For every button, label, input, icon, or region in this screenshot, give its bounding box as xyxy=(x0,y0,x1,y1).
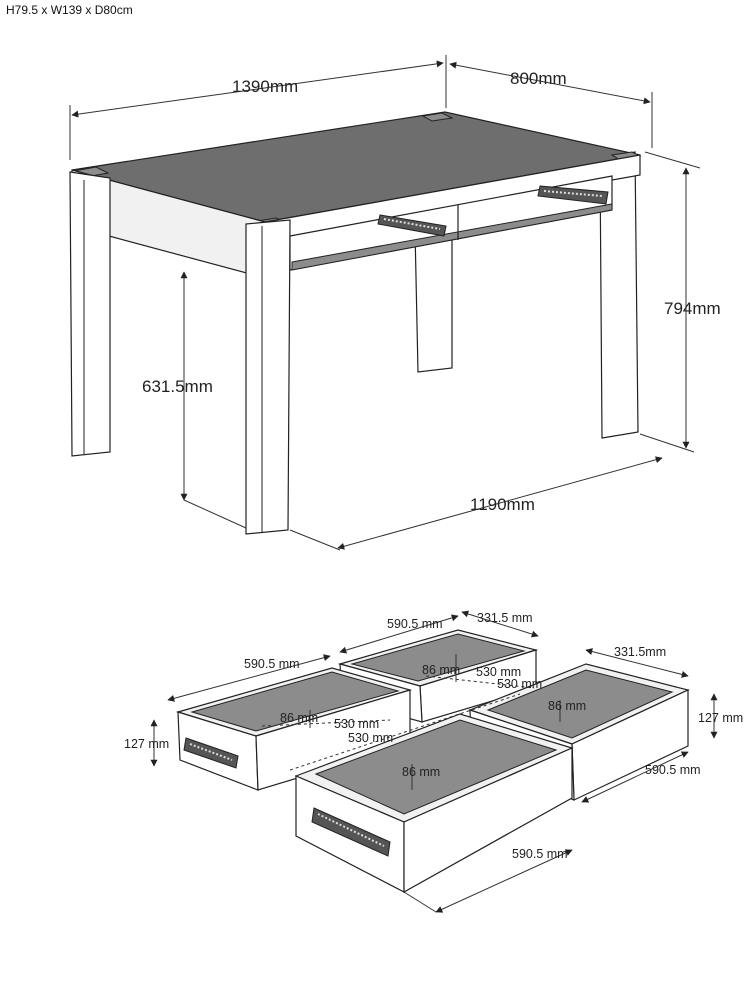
leg-height-label: 631.5mm xyxy=(142,377,213,396)
drawer-width-label: 331.5mm xyxy=(614,645,666,659)
drawer-dimensions xyxy=(150,610,718,913)
drawer-length-label: 590.5 mm xyxy=(244,657,300,671)
inner-length-label: 530 mm xyxy=(334,717,379,731)
table-illustration xyxy=(69,111,642,535)
inner-depth-label: 86 mm xyxy=(280,711,318,725)
inner-length-label: 530 mm xyxy=(497,677,542,691)
front-right-leg xyxy=(245,219,291,535)
drawer-slide xyxy=(183,737,239,769)
drawer-length-label: 590.5 mm xyxy=(645,763,701,777)
drawer-length-label: 590.5 mm xyxy=(387,617,443,631)
inner-length-label: 530 mm xyxy=(348,731,393,745)
drawer-slide xyxy=(311,807,391,857)
drawer-left xyxy=(175,667,413,791)
table-height-label: 794mm xyxy=(664,299,721,318)
drawer-length-label: 590.5 mm xyxy=(512,847,568,861)
drawer-height-label: 127 mm xyxy=(124,737,169,751)
inner-length-label: 530 mm xyxy=(476,665,521,679)
drawer-slide xyxy=(537,185,609,205)
back-middle-leg xyxy=(414,225,453,373)
table-depth-label: 800mm xyxy=(510,69,567,88)
drawer-slide xyxy=(377,214,447,237)
drawer-height-label: 127 mm xyxy=(698,711,743,725)
inner-depth-label: 86 mm xyxy=(422,663,460,677)
table-width-label: 1390mm xyxy=(232,77,298,96)
spec-text: H79.5 x W139 x D80cm xyxy=(6,3,133,17)
leg-span-label: 1190mm xyxy=(470,495,535,514)
drawer-shelf xyxy=(291,203,613,271)
inner-depth-label: 86 mm xyxy=(548,699,586,713)
table-dimensions xyxy=(69,55,701,551)
inner-depth-label: 86 mm xyxy=(402,765,440,779)
drawer-width-label: 331.5 mm xyxy=(477,611,533,625)
front-left-leg xyxy=(69,171,111,457)
